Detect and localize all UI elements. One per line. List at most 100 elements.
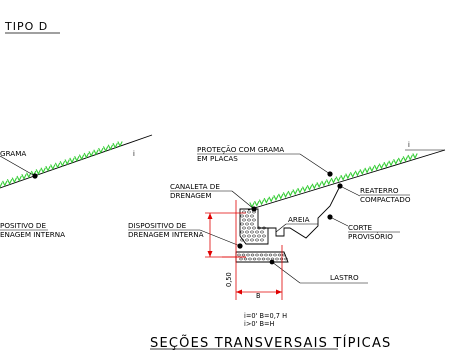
gravel-pebble bbox=[241, 253, 246, 257]
grass-mark bbox=[306, 184, 313, 191]
gravel-pebble bbox=[284, 257, 288, 261]
gravel-pebble bbox=[237, 253, 241, 257]
dispositivo-label-2: DRENAGEM INTERNA bbox=[128, 230, 204, 239]
gravel-pebble bbox=[255, 253, 259, 257]
grass-mark bbox=[412, 153, 418, 160]
gravel-pebble bbox=[243, 257, 248, 261]
gravel-pebble bbox=[247, 226, 251, 230]
protecao-label-1: PROTEÇÃO COM GRAMA bbox=[197, 145, 284, 154]
reaterro-label-2: COMPACTADO bbox=[360, 195, 411, 204]
dispositivo-label-1: DISPOSITIVO DE bbox=[128, 221, 187, 230]
corte-label-1: CORTE bbox=[348, 223, 373, 232]
grass-mark bbox=[393, 159, 399, 166]
gravel-pebble bbox=[268, 253, 273, 257]
gravel-pebble bbox=[239, 257, 243, 261]
left-slope-line bbox=[0, 134, 153, 189]
canaleta-leader bbox=[231, 190, 255, 210]
gravel-pebble bbox=[259, 253, 264, 257]
grass-mark bbox=[21, 174, 27, 181]
grass-mark bbox=[263, 197, 270, 204]
right-grass-marks bbox=[249, 153, 418, 209]
grass-mark bbox=[93, 149, 99, 156]
note-line-1: i=0' B=0,7 H bbox=[244, 312, 287, 320]
gravel-pebble bbox=[252, 234, 256, 238]
gravel-pebble bbox=[240, 222, 244, 226]
left-section: GRAMA i POSITIVO DE ENAGEM INTERNA bbox=[0, 134, 153, 239]
gravel-pebble bbox=[255, 230, 259, 234]
gravel-pebble bbox=[245, 230, 249, 234]
gravel-pebble bbox=[262, 226, 266, 230]
gravel-pebble bbox=[250, 214, 254, 218]
grass-mark bbox=[364, 167, 370, 174]
grass-mark bbox=[35, 169, 42, 176]
grass-mark bbox=[402, 156, 409, 163]
gravel-pebble bbox=[257, 257, 261, 261]
gravel-pebble bbox=[273, 253, 277, 257]
gravel-pebble bbox=[250, 253, 255, 257]
grass-mark bbox=[258, 199, 265, 206]
grass-mark bbox=[40, 167, 46, 174]
grass-mark bbox=[2, 180, 8, 187]
grass-mark bbox=[11, 177, 18, 184]
left-grama-label: GRAMA bbox=[0, 149, 26, 158]
gravel-pebble bbox=[242, 218, 246, 222]
right-section: i PROTEÇÃO COM GRAMA EM PLACAS REATERRO … bbox=[128, 141, 446, 328]
gravel-pebble bbox=[247, 234, 251, 238]
grass-mark bbox=[107, 144, 114, 151]
grass-mark bbox=[112, 142, 118, 149]
grass-mark bbox=[287, 190, 294, 197]
gravel-pebble bbox=[247, 210, 251, 214]
grass-mark bbox=[302, 186, 308, 193]
gravel-pebble bbox=[282, 253, 286, 257]
grass-mark bbox=[50, 164, 56, 171]
gravel-pebble bbox=[240, 230, 244, 234]
gravel-pebble bbox=[262, 234, 266, 238]
grass-mark bbox=[0, 182, 3, 189]
reaterro-leader bbox=[339, 185, 361, 197]
grass-mark bbox=[311, 183, 318, 190]
gravel-pebble bbox=[240, 214, 244, 218]
gravel-pebble bbox=[250, 238, 254, 242]
grass-mark bbox=[297, 187, 303, 194]
grass-mark bbox=[354, 170, 361, 177]
gravel-pebble bbox=[248, 257, 252, 261]
left-grama-leader bbox=[0, 155, 36, 177]
grass-mark bbox=[74, 156, 80, 163]
grass-mark bbox=[54, 162, 61, 169]
grass-mark bbox=[26, 172, 32, 179]
grass-mark bbox=[64, 159, 70, 166]
grass-mark bbox=[397, 157, 404, 164]
gravel-pebble bbox=[250, 230, 254, 234]
corte-leader bbox=[329, 216, 349, 227]
areia-label: AREIA bbox=[288, 215, 310, 224]
canaleta-label-1: CANALETA DE bbox=[170, 182, 220, 191]
section-title: TIPO D bbox=[4, 20, 48, 33]
corte-label-2: PROVISÓRIO bbox=[348, 232, 393, 241]
grass-mark bbox=[273, 195, 279, 202]
caption: SEÇÕES TRANSVERSAIS TÍPICAS bbox=[150, 335, 392, 350]
gravel-pebble bbox=[279, 257, 284, 261]
gravel-pebble bbox=[245, 222, 249, 226]
grass-mark bbox=[349, 171, 356, 178]
left-grass-marks bbox=[0, 141, 123, 189]
gravel-pebble bbox=[252, 218, 256, 222]
grass-mark bbox=[254, 200, 260, 207]
grass-mark bbox=[6, 178, 13, 185]
gravel-pebble bbox=[242, 226, 246, 230]
cut-profile bbox=[268, 185, 341, 239]
grass-mark bbox=[388, 160, 394, 167]
grass-mark bbox=[321, 180, 327, 187]
red-dimensions bbox=[205, 200, 283, 300]
grass-mark bbox=[335, 176, 341, 183]
gravel-pebble bbox=[245, 214, 249, 218]
gravel-pebble bbox=[264, 253, 268, 257]
left-dispositivo-label-1: POSITIVO DE bbox=[0, 221, 46, 230]
gravel-pebble bbox=[257, 226, 261, 230]
grass-mark bbox=[373, 164, 380, 171]
grass-mark bbox=[69, 157, 75, 164]
gravel-pebble bbox=[260, 230, 264, 234]
grass-mark bbox=[45, 165, 51, 172]
grass-mark bbox=[383, 161, 389, 168]
grass-mark bbox=[359, 169, 365, 176]
